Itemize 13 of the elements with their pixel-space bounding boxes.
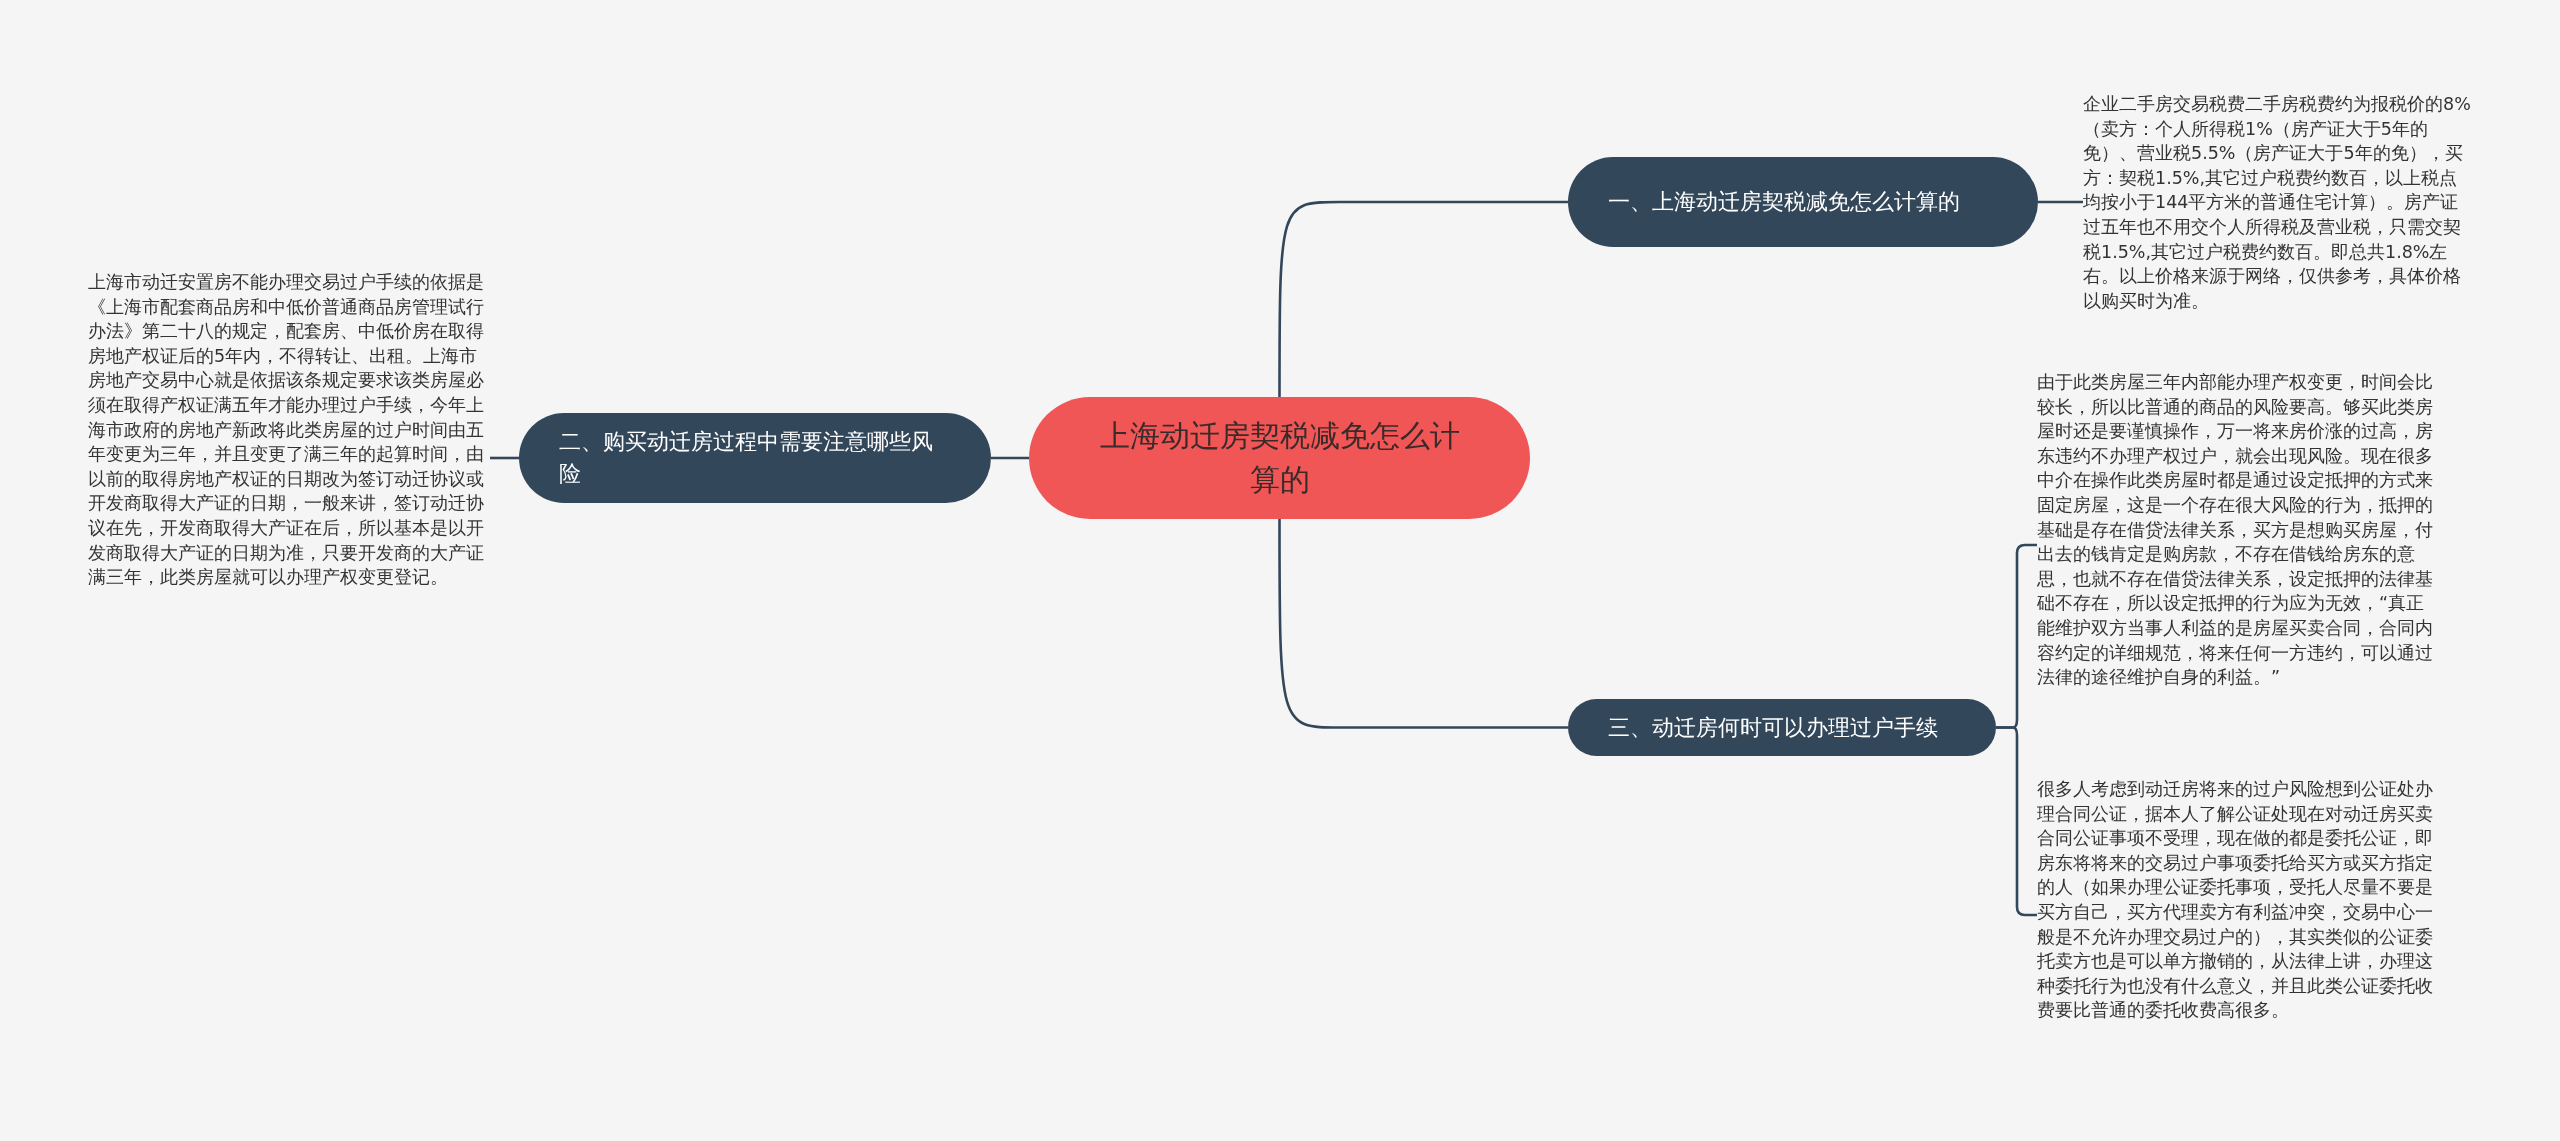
connector-line — [490, 456, 519, 460]
note-text: 企业二手房交易税费二手房税费约为报税价的8%（卖方：个人所得税1%（房产证大于5年的免）、营业税5.5%（房产证大于5年的免），买方：契税1.5%,其它过户税费约数百，以上税点均按小于144平方米的普通住宅计算）。房产证过五年也不用交个人所得税及营业税，只需交契税1.5%,其它过户税费约数百。即总共1.8%左右。以上价格来源于网络，仅供参考，具体价格以购买时为准。 — [2083, 93, 2472, 313]
branch-topic-pill: 三、动迁房何时可以办理过户手续 — [1568, 699, 1996, 756]
branch-topic-pill: 二、购买动迁房过程中需要注意哪些风险 — [519, 413, 991, 503]
note-text: 由于此类房屋三年内部能办理产权变更，时间会比较长，所以比普通的商品的风险要高。够买此类房屋时还是要谨慎操作，万一将来房价涨的过高，房东违约不办理产权过户，就会出现风险。现在很多中介在操作此类房屋时都是通过设定抵押的方式来固定房屋，这是一个存在很大风险的行为，抵押的基础是存在借贷法律关系，买方是想购买房屋，付出去的钱肯定是购房款，不存在借钱给房东的意思，也就不存在借贷法律关系，设定抵押的法律基础不存在，所以设定抵押的行为应为无效，“真正能维护双方当事人利益的是房屋买卖合同，合同内容约定的详细规范，将来任何一方违约，可以通过法律的途径维护自身的利益。” — [2037, 371, 2434, 690]
note-text: 上海市动迁安置房不能办理交易过户手续的依据是《上海市配套商品房和中低价普通商品房管理试行办法》第二十八的规定，配套房、中低价房在取得房地产权证后的5年内，不得转让、出租。上海市房地产交易中心就是依据该条规定要求该类房屋必须在取得产权证满五年才能办理过户手续，今年上海市政府的房地产新政将此类房屋的过户时间由五年变更为三年，并且变更了满三年的起算时间，由以前的取得房地产权证的日期改为签订动迁协议或开发商取得大产证的日期，一般来讲，签订动迁协议在先，开发商取得大产证在后，所以基本是以开发商取得大产证的日期为准，只要开发商的大产证满三年，此类房屋就可以办理产权变更登记。 — [88, 271, 485, 590]
branch-topic-pill: 一、上海动迁房契税减免怎么计算的 — [1568, 157, 2038, 247]
connector-line — [2038, 200, 2083, 204]
connector-line — [991, 456, 1029, 460]
central-topic-pill: 上海动迁房契税减免怎么计算的 — [1029, 397, 1530, 519]
connector-line — [1278, 200, 1568, 397]
note-text: 很多人考虑到动迁房将来的过户风险想到公证处办理合同公证，据本人了解公证处现在对动迁房买卖合同公证事项不受理，现在做的都是委托公证，即房东将将来的交易过户事项委托给买方或买方指定的人（如果办理公证委托事项，受托人尽量不要是买方自己，买方代理卖方有利益冲突，交易中心一般是不允许办理交易过户的），其实类似的公证委托卖方也是可以单方撤销的，从法律上讲，办理这种委托行为也没有什么意义，并且此类公证委托收费要比普通的委托收费高很多。 — [2037, 778, 2434, 1023]
connector-line — [1278, 519, 1568, 729]
